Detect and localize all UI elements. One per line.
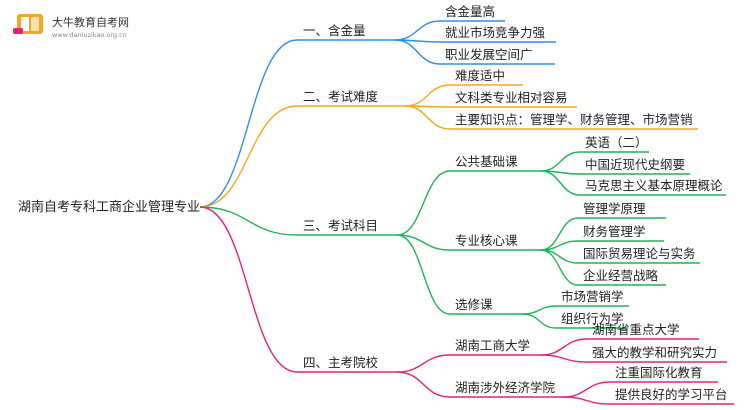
branch-3-item-2-sub-2-label: 财务管理学 <box>583 224 646 239</box>
connectors <box>199 20 734 405</box>
branch-3-item-3-label: 选修课 <box>455 297 493 312</box>
branch-2-item-3-label: 主要知识点：管理学、财务管理、市场营销 <box>455 112 693 127</box>
branch-3-item-2-sub-1-label: 管理学原理 <box>583 201 646 216</box>
root-node-label: 湖南自考专科工商企业管理专业 <box>18 199 200 215</box>
branch-4-item-2-sub-2-label: 提供良好的学习平台 <box>615 387 728 402</box>
branch-3-item-1-sub-2-label: 中国近现代史纲要 <box>585 157 685 172</box>
book-icon <box>13 14 43 34</box>
branch-2-label: 二、考试难度 <box>303 89 379 104</box>
branch-4-item-1-sub-1-label: 湖南省重点大学 <box>592 322 680 337</box>
connector-branch-2-item-1 <box>404 84 451 107</box>
branch-4-item-2-label: 湖南涉外经济学院 <box>455 380 556 395</box>
connector-branch-3-item-1-sub-3 <box>540 170 581 196</box>
logo-title: 大牛教育自考网 <box>52 15 129 29</box>
connector-branch-3-item-3-sub-1 <box>522 305 557 315</box>
branch-3-item-3-sub-2-label: 组织行为学 <box>561 311 624 326</box>
connector-root-branch-1 <box>199 39 298 208</box>
branch-3-item-1-sub-3-label: 马克思主义基本原理概论 <box>585 178 723 193</box>
connector-root-branch-2 <box>199 105 298 208</box>
branch-3-item-2-sub-4-label: 企业经营战略 <box>583 268 659 283</box>
connector-branch-3-item-3-sub-2 <box>522 313 557 329</box>
branch-4-item-2-sub-1-label: 注重国际化教育 <box>615 365 703 380</box>
connector-branch-3-item-3 <box>396 234 451 315</box>
branch-4-label: 四、主考院校 <box>303 355 379 370</box>
connector-branch-3-item-2-sub-4 <box>540 249 579 286</box>
connector-branch-3-item-1 <box>396 170 451 236</box>
branch-3-label: 三、考试科目 <box>303 218 378 233</box>
connector-root-branch-3 <box>199 206 298 236</box>
branch-1-item-3-label: 职业发展空间广 <box>445 47 533 62</box>
connector-branch-3-item-1-sub-1 <box>540 151 581 172</box>
connector-branch-4-item-2-sub-1 <box>562 381 611 398</box>
connector-branch-4-item-1 <box>396 354 451 373</box>
branch-1-item-2-label: 就业市场竞争力强 <box>445 25 546 40</box>
branch-3-item-2-label: 专业核心课 <box>455 233 518 248</box>
connector-branch-2-item-3 <box>404 105 451 130</box>
connector-branch-4-item-2 <box>396 371 451 398</box>
branch-1-label: 一、含金量 <box>303 23 366 38</box>
connector-branch-1-item-1 <box>394 20 441 41</box>
connector-root-branch-4 <box>199 206 298 373</box>
connector-branch-4-item-2-sub-2 <box>562 396 611 405</box>
logo-url: www.daniuzikao.org.cn <box>52 31 127 39</box>
branch-4-item-1-sub-2-label: 强大的教学和研究实力 <box>592 345 717 360</box>
branch-2-item-1-label: 难度适中 <box>455 68 505 83</box>
branch-3-item-3-sub-1-label: 市场营销学 <box>561 289 624 304</box>
branch-2-item-2-label: 文科类专业相对容易 <box>455 90 568 105</box>
connector-branch-4-item-1-sub-1 <box>540 338 588 356</box>
connector-branch-1-item-3 <box>394 39 441 65</box>
logo: 大牛教育自考网 www.daniuzikao.org.cn <box>13 14 129 39</box>
branch-3-item-1-sub-1-label: 英语（二） <box>585 135 648 150</box>
branch-1-item-1-label: 含金量高 <box>445 4 495 19</box>
connector-branch-4-item-1-sub-2 <box>540 354 588 363</box>
connector-branch-3-item-2 <box>396 234 451 251</box>
branch-3-item-2-sub-3-label: 国际贸易理论与实务 <box>583 246 696 261</box>
nodes: 湖南自考专科工商企业管理专业 一、含金量 含金量高就业市场竞争力强职业发展空间广二、… <box>18 4 728 402</box>
branch-3-item-1-label: 公共基础课 <box>455 154 518 169</box>
branch-4-item-1-label: 湖南工商大学 <box>455 338 530 353</box>
